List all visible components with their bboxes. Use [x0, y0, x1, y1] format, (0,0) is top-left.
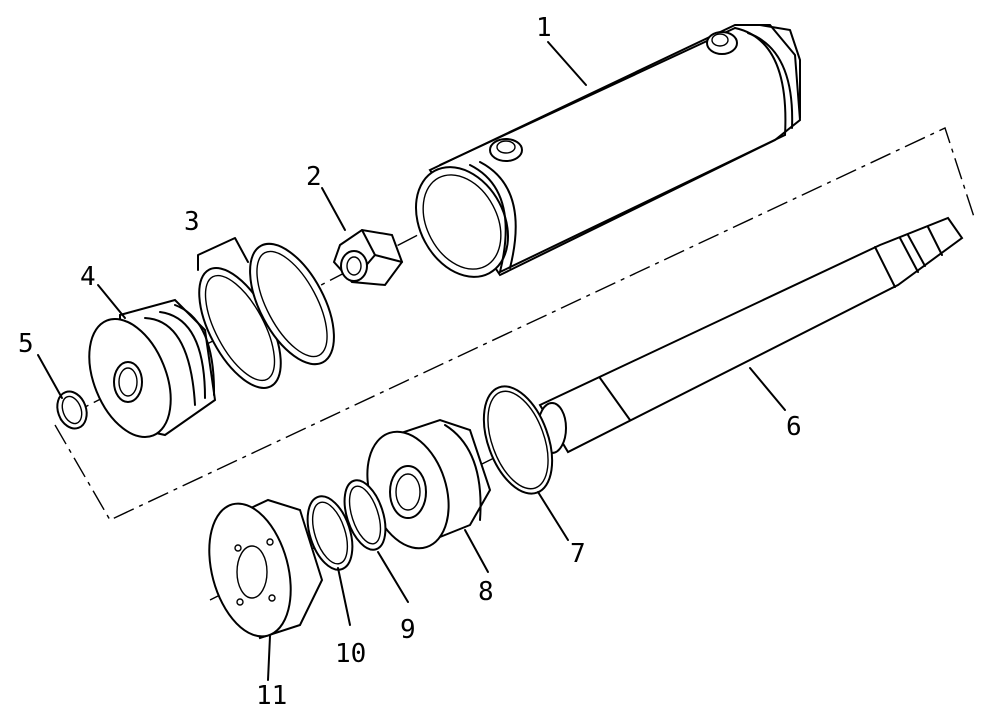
callout-9: 9	[400, 615, 416, 645]
callout-8: 8	[478, 577, 494, 607]
callout-2: 2	[306, 162, 322, 192]
seal-ring-pair-part	[198, 242, 335, 389]
barrel-part	[414, 24, 802, 278]
wiper-ring-part	[343, 479, 387, 551]
callout-5: 5	[18, 329, 34, 359]
snap-ring-part	[56, 390, 88, 430]
callout-1: 1	[536, 13, 552, 43]
callout-7: 7	[570, 539, 586, 569]
assembly-path-line	[54, 127, 976, 521]
hex-nut-part	[332, 228, 404, 287]
callout-4: 4	[80, 262, 96, 292]
callout-numbers: 1 2 3 4 5 6 7 8 9 10 11	[18, 13, 802, 711]
leader-lines	[37, 41, 786, 681]
callout-10: 10	[335, 639, 366, 669]
piston-rod-part	[537, 216, 964, 454]
end-nut-part	[208, 498, 324, 640]
o-ring-part	[482, 385, 554, 495]
port-icon	[706, 31, 738, 55]
backup-ring-part	[306, 495, 354, 571]
callout-3: 3	[184, 207, 200, 237]
callout-11: 11	[256, 681, 287, 711]
gland-part	[366, 418, 492, 550]
port-icon	[489, 138, 523, 162]
callout-6: 6	[786, 412, 802, 442]
piston-part	[88, 298, 217, 439]
